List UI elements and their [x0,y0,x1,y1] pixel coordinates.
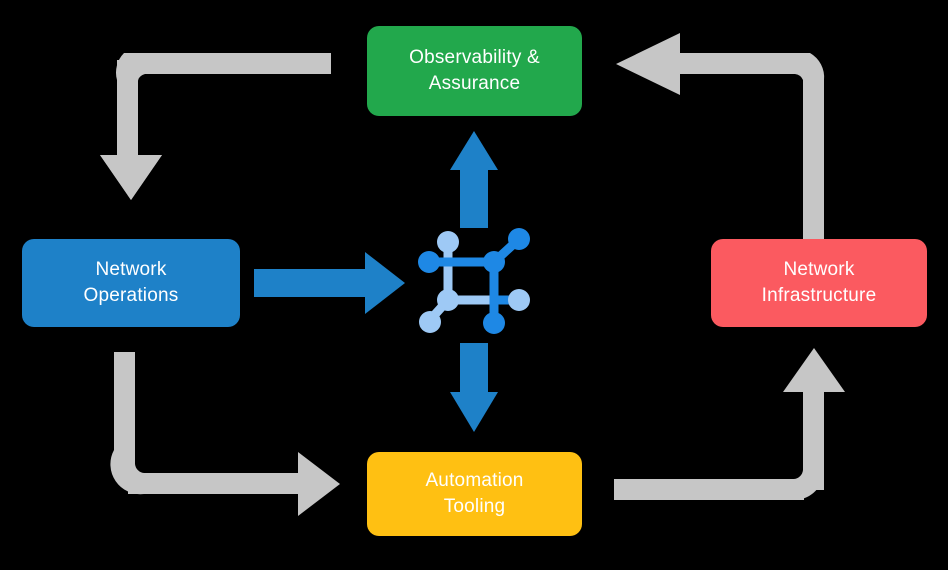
connector-observability-to-ops [100,53,331,200]
node-label-network-infrastructure: Network Infrastructure [761,259,877,306]
node-box-network-infrastructure[interactable]: Network Infrastructure [711,239,927,327]
connector-ops-to-center [254,252,405,314]
node-label-network-operations: Network Operations [83,259,179,306]
node-box-observability[interactable]: Observability & Assurance [367,26,582,116]
node-box-network-operations[interactable]: Network Operations [22,239,240,327]
connector-center-to-observability [450,131,498,228]
node-box-automation-tooling[interactable]: Automation Tooling [367,452,582,536]
node-label-observability: Observability & Assurance [409,47,540,94]
connector-infrastructure-to-observability [616,33,825,240]
network-topology-icon [418,228,530,334]
connector-ops-to-automation [110,352,340,516]
connector-automation-to-infrastructure [614,348,845,500]
connector-center-to-automation [450,343,498,432]
node-label-automation-tooling: Automation Tooling [425,470,524,517]
